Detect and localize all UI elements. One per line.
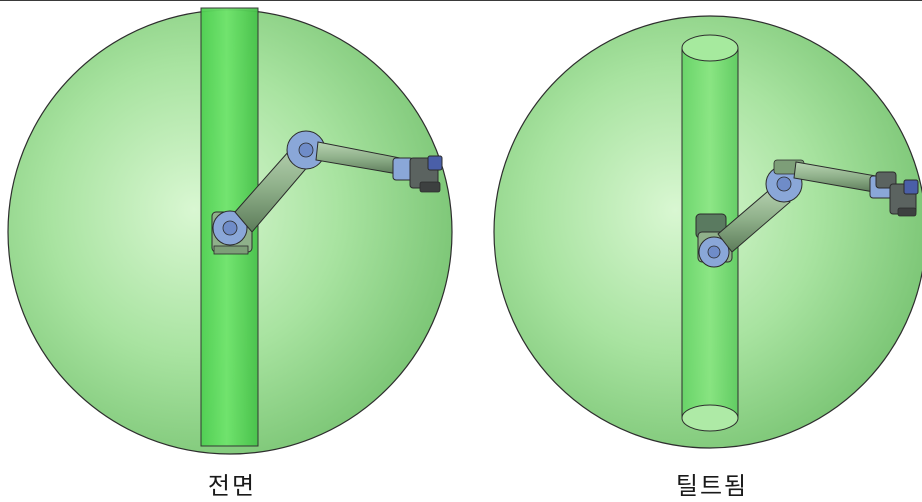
cylinder-top-cap xyxy=(681,34,739,62)
tilted-view-caption: 틸트됨 xyxy=(675,472,749,500)
tilted-view-panel: 틸트됨 xyxy=(460,0,922,502)
front-view-caption: 전면 xyxy=(207,472,257,500)
cylinder-bottom-cap xyxy=(681,404,739,432)
front-view-illustration xyxy=(7,7,453,455)
front-view-panel: 전면 xyxy=(0,0,460,502)
top-divider xyxy=(0,0,922,1)
robot-arm-icon xyxy=(211,130,443,255)
robot-arm-icon xyxy=(695,159,919,268)
tilted-view-illustration xyxy=(493,15,922,449)
